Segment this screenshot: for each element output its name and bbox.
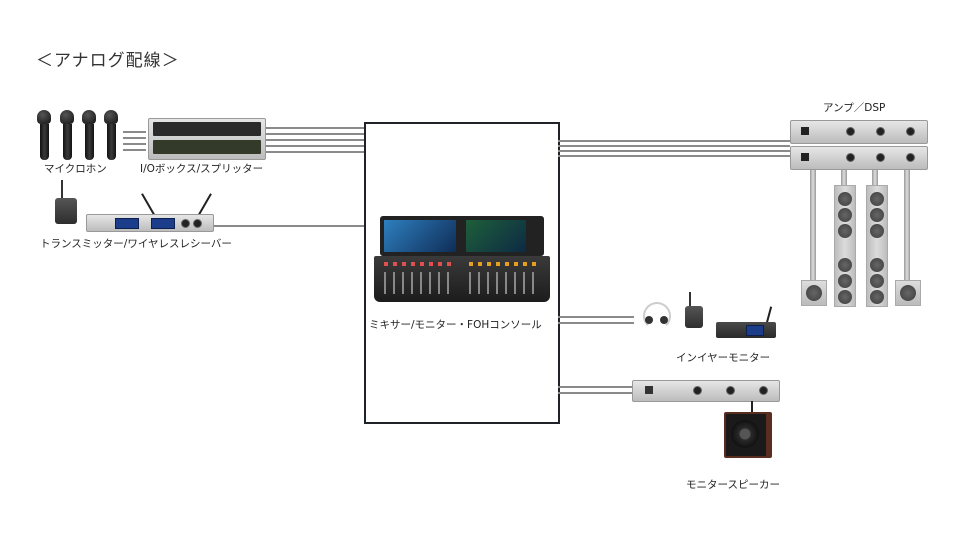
line-array-speaker-icon [834,185,856,307]
in-ear-transmitter-icon [716,322,776,338]
amplifier-icon [790,146,928,170]
microphone-icon [104,110,118,160]
diagram-title: ＜アナログ配線＞ [36,51,180,71]
cable-line [266,145,364,147]
mixing-console-icon [374,216,550,302]
cable-line [558,140,790,142]
bodypack-antenna-icon [689,292,691,308]
cable-line [123,131,146,133]
cable-line [558,392,632,394]
wireless-label: トランスミッター/ワイヤレスレシーバー [40,238,232,250]
connection-wireless-to-console [214,225,364,227]
in-ear-monitor-label: インイヤーモニター [676,352,771,364]
monitor-speaker-label: モニタースピーカー [686,479,780,491]
microphones-label: マイクロホン [44,163,107,175]
io-box-icon [148,118,266,160]
cable-line [266,133,364,135]
line-array-speaker-icon [866,185,888,307]
cable-line [558,316,634,318]
speaker-cable-icon [841,170,847,186]
cable-line [558,150,790,152]
earphones-icon [643,302,671,330]
subwoofer-icon [801,280,827,306]
monitor-speaker-icon [724,412,772,458]
amp-dsp-label: アンプ／DSP [823,102,886,114]
microphone-icon [37,110,51,160]
console-label: ミキサー/モニター・FOHコンソール [369,319,542,331]
cable-line [123,137,146,139]
subwoofer-icon [895,280,921,306]
speaker-cable-icon [751,401,753,413]
cable-line [558,145,790,147]
earphone-bud-icon [660,316,668,324]
cable-line [266,139,364,141]
speaker-cable-icon [904,170,910,282]
cable-line [123,149,146,151]
cable-line [558,322,634,324]
cable-line [558,155,790,157]
cable-line [123,143,146,145]
bodypack-transmitter-icon [55,198,77,224]
speaker-cable-icon [810,170,816,282]
microphone-icon [82,110,96,160]
bodypack-antenna-icon [61,180,63,200]
cable-line [266,127,364,129]
wireless-receiver-icon [86,214,214,232]
bodypack-receiver-icon [685,306,703,328]
io-box-label: I/Oボックス/スプリッター [140,163,264,175]
amplifier-icon [790,120,928,144]
microphone-icon [60,110,74,160]
cable-line [266,151,364,153]
monitor-amplifier-icon [632,380,780,402]
earphone-bud-icon [645,316,653,324]
speaker-cable-icon [872,170,878,186]
cable-line [558,386,632,388]
